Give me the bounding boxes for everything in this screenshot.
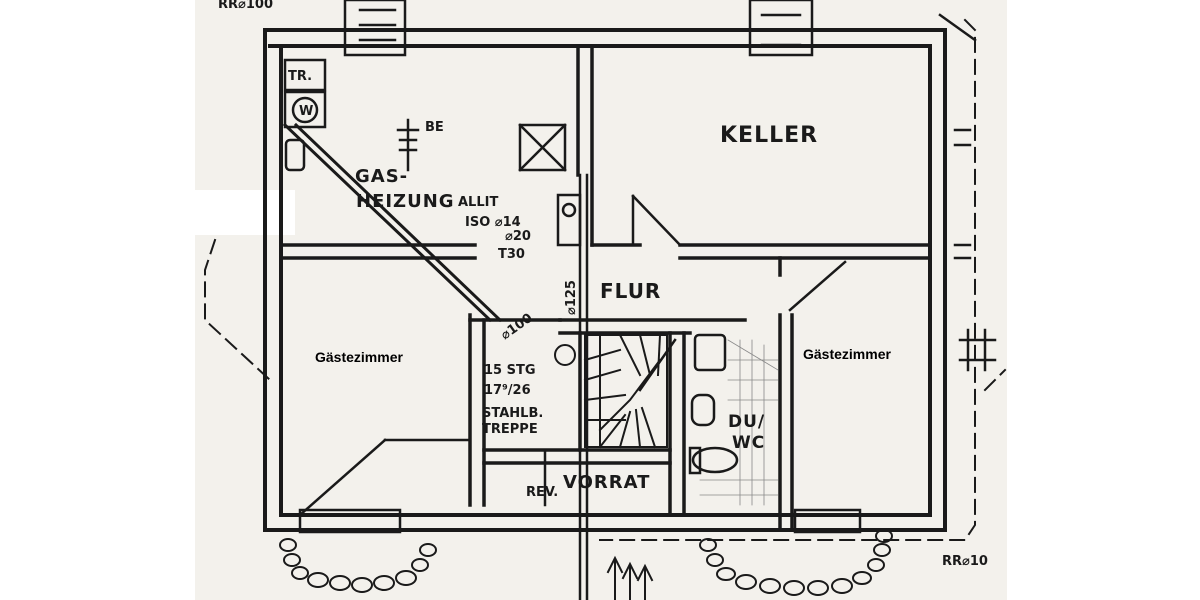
annotation-d20: ⌀20 bbox=[505, 229, 531, 244]
outer-walls bbox=[263, 28, 947, 532]
annotation-rev: REV. bbox=[526, 485, 558, 500]
room-label-gas-1: GAS- bbox=[355, 166, 408, 187]
shower-tiles bbox=[699, 339, 779, 506]
room-label-guest-right: Gästezimmer bbox=[803, 346, 891, 362]
chimney bbox=[396, 118, 582, 247]
room-label-flur: FLUR bbox=[600, 279, 661, 303]
door-swings bbox=[298, 194, 847, 517]
annotation-allit: ALLIT bbox=[458, 195, 498, 210]
annotation-rr-top: RR⌀100 bbox=[218, 0, 273, 12]
staircase bbox=[554, 333, 668, 449]
annotation-t30: T30 bbox=[498, 247, 525, 262]
room-label-vorrat: VORRAT bbox=[563, 472, 650, 493]
dashed-boundary bbox=[204, 18, 1007, 541]
exterior-ticks bbox=[938, 13, 997, 372]
stepping-stones-right bbox=[699, 529, 893, 596]
room-label-du: DU/ bbox=[728, 412, 765, 432]
annotation-tr: TR. bbox=[288, 69, 312, 84]
room-label-wc: WC bbox=[732, 433, 765, 453]
annotation-rr-bottom: RR⌀10 bbox=[942, 554, 988, 569]
room-label-gas-2: HEIZUNG bbox=[356, 191, 455, 212]
annotation-steel-2: TREPPE bbox=[482, 422, 538, 437]
entry-arrows bbox=[606, 555, 654, 600]
room-label-guest-left: Gästezimmer bbox=[315, 349, 403, 365]
annotation-washer: W bbox=[299, 104, 313, 119]
room-label-keller: KELLER bbox=[720, 123, 818, 148]
laundry-fixtures bbox=[283, 58, 327, 172]
annotation-iso: ISO ⌀14 bbox=[465, 215, 521, 230]
stepping-stones-left bbox=[279, 538, 437, 593]
interior-walls bbox=[279, 44, 932, 532]
windows bbox=[298, 0, 862, 534]
erased-patch bbox=[185, 190, 295, 235]
annotation-d125: ⌀125 bbox=[564, 280, 579, 315]
paper-background bbox=[195, 0, 1007, 600]
annotation-stairs-rise: 17⁹/26 bbox=[484, 383, 531, 398]
annotation-steel-1: STAHLB. bbox=[482, 406, 543, 421]
bathroom-fixtures bbox=[688, 333, 739, 475]
annotation-stairs-count: 15 STG bbox=[484, 363, 536, 378]
gas-pipe bbox=[282, 122, 503, 323]
annotation-be: BE bbox=[425, 120, 444, 135]
